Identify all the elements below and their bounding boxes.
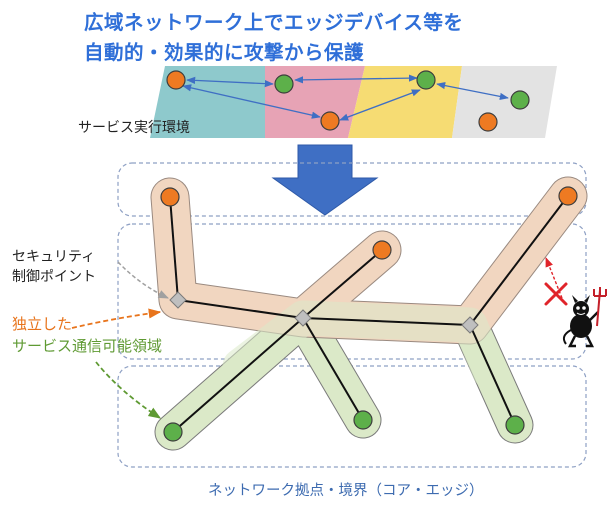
net-node-orange-left [160, 187, 180, 207]
network-base-label: ネットワーク拠点・境界（コア・エッジ） [208, 483, 484, 499]
service-env-links [182, 74, 509, 121]
network-links [169, 195, 569, 433]
security-control-points [169, 291, 479, 334]
net-node-orange-mid [372, 240, 392, 260]
env-node-green-3 [510, 90, 530, 110]
env-node-orange-2 [320, 111, 340, 131]
title-line-2: 自動的・効果的に攻撃から保護 [84, 41, 365, 64]
net-node-green-mid [353, 410, 373, 430]
independent-label-2: サービス通信可能領域 [12, 337, 163, 355]
big-down-arrow [271, 144, 379, 216]
band-gray [452, 66, 557, 138]
security-cp-label-1: セキュリティ [12, 249, 96, 265]
tier-middle [117, 223, 587, 360]
blocked-x-icon [544, 282, 568, 306]
service-env-label: サービス実行環境 [78, 120, 190, 136]
service-region-pointer [95, 361, 162, 419]
control-point-3 [461, 316, 479, 334]
env-node-green-1 [274, 74, 294, 94]
devil-icon [562, 287, 607, 348]
service-env-nodes [166, 70, 530, 132]
tier-top [117, 162, 587, 217]
independent-label-1: 独立した [12, 315, 73, 333]
security-cp-label-2: 制御ポイント [12, 269, 96, 285]
band-yellow [348, 66, 462, 138]
net-node-orange-right [558, 186, 578, 206]
env-node-orange-1 [166, 70, 186, 90]
net-node-green-right [505, 415, 525, 435]
env-node-orange-3 [478, 112, 498, 132]
title-line-1: 広域ネットワーク上でエッジデバイス等を [84, 11, 464, 34]
control-point-1 [169, 291, 187, 309]
env-node-green-2 [416, 70, 436, 90]
independent-pointer [71, 308, 162, 329]
net-node-green-left [163, 422, 183, 442]
attacker-figure [544, 257, 607, 348]
control-point-2 [294, 309, 312, 327]
